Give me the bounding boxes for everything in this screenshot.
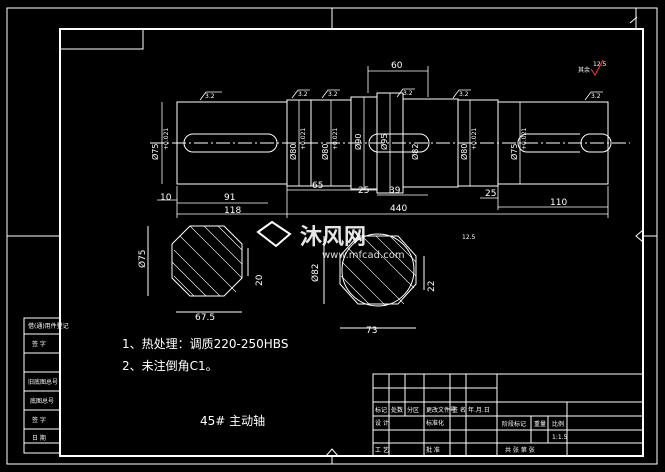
note-heat-treatment: 1、热处理：调质220-250HBS (122, 337, 288, 351)
section-view-1 (147, 225, 249, 313)
tol-text: +0.021 (163, 128, 170, 150)
section-mark: 12.5 (462, 234, 476, 241)
dim-d80-3: Ø80 (459, 144, 469, 160)
left-table-cell: 日 期 (32, 434, 46, 442)
tb-row-label: 标准化 (426, 419, 444, 427)
tb-row-label: 工 艺 (375, 446, 389, 454)
roughness-label: 3.2 (298, 91, 308, 98)
tb-header: 更改文件号 (426, 406, 456, 414)
section1-diameter: Ø75 (137, 249, 148, 268)
dim-91: 91 (224, 193, 235, 203)
dim-39: 39 (389, 186, 401, 196)
part-material-name: 45# 主动轴 (200, 413, 265, 428)
dim-440: 440 (390, 204, 407, 214)
left-table-cell: 旧底图总号 (28, 378, 58, 386)
section2-depth: 73 (366, 326, 377, 336)
roughness-label: 3.2 (459, 91, 469, 98)
tol-text: +0.021 (521, 128, 528, 150)
dim-110: 110 (550, 198, 567, 208)
tb-row-label: 设 计 (375, 419, 389, 427)
section1-key: 20 (255, 274, 265, 286)
dim-60: 60 (391, 61, 403, 71)
code-box (59, 28, 144, 50)
tb-header: 标记 (375, 406, 387, 414)
dim-25b: 25 (485, 189, 496, 199)
dim-10: 10 (160, 193, 172, 203)
left-table-cell: 底图总号 (30, 397, 54, 405)
tol-text: +0.021 (332, 128, 339, 150)
left-table-cell: 签 字 (32, 340, 46, 348)
dim-d82: Ø82 (410, 144, 420, 160)
roughness-label: 3.2 (403, 90, 413, 97)
dim-d90: Ø90 (353, 134, 363, 150)
main-view-dimensions (157, 66, 609, 218)
note-chamfer: 2、未注倒角C1。 (122, 358, 218, 373)
tb-sheet: 共 张 第 张 (505, 446, 535, 454)
roughness-label: 3.2 (591, 93, 601, 100)
tol-text: +0.021 (471, 128, 478, 150)
tb-right-label: 重量 (534, 420, 546, 428)
roughness-label: 3.2 (205, 93, 215, 100)
tb-scale: 1:1.5 (552, 434, 568, 441)
dim-65: 65 (312, 181, 323, 191)
section2-diameter: Ø82 (310, 263, 321, 282)
surface-mark: 12.5 (593, 61, 607, 68)
dim-118: 118 (224, 206, 241, 216)
watermark-url: www.mfcad.com (322, 250, 405, 261)
dim-d80-1: Ø80 (288, 144, 298, 160)
title-block-text: 标记 处数 分区 更改文件号 签 名 年.月.日 设 计 标准化 工 艺 批 准… (375, 406, 568, 454)
dim-d75-left: Ø75 (150, 144, 160, 160)
section-view-2 (323, 233, 425, 329)
main-view-dim-text: 60 10 91 118 65 25 39 440 25 110 Ø75 Ø80… (150, 59, 607, 241)
section1-depth: 67.5 (195, 313, 215, 323)
left-table-cell: 签 字 (32, 416, 46, 424)
tb-header: 年.月.日 (468, 406, 490, 414)
dim-25a: 25 (358, 186, 369, 196)
dim-d95: Ø95 (379, 134, 389, 150)
title-block (372, 373, 644, 457)
left-side-table: 借(通)用件登记 签 字 旧底图总号 底图总号 签 字 日 期 (23, 317, 69, 454)
inner-frame (59, 28, 644, 457)
watermark: 沐风网 www.mfcad.com (256, 220, 405, 261)
tb-header: 分区 (407, 406, 419, 414)
tb-header: 签 名 (452, 406, 466, 414)
tb-row-label: 批 准 (426, 446, 440, 454)
roughness-label: 3.2 (328, 91, 338, 98)
dim-d80-2: Ø80 (320, 144, 330, 160)
tol-text: +0.021 (300, 128, 307, 150)
rough-rest-label: 其余 (578, 66, 590, 74)
left-table-cell: 借(通)用件登记 (28, 322, 69, 330)
tb-header: 处数 (391, 406, 403, 414)
watermark-brand: 沐风网 (300, 225, 366, 250)
tb-right-label: 比例 (552, 420, 564, 428)
section2-key: 22 (427, 281, 437, 292)
tb-right-label: 阶段标记 (502, 420, 526, 428)
dim-d75-right: Ø75 (509, 144, 519, 160)
